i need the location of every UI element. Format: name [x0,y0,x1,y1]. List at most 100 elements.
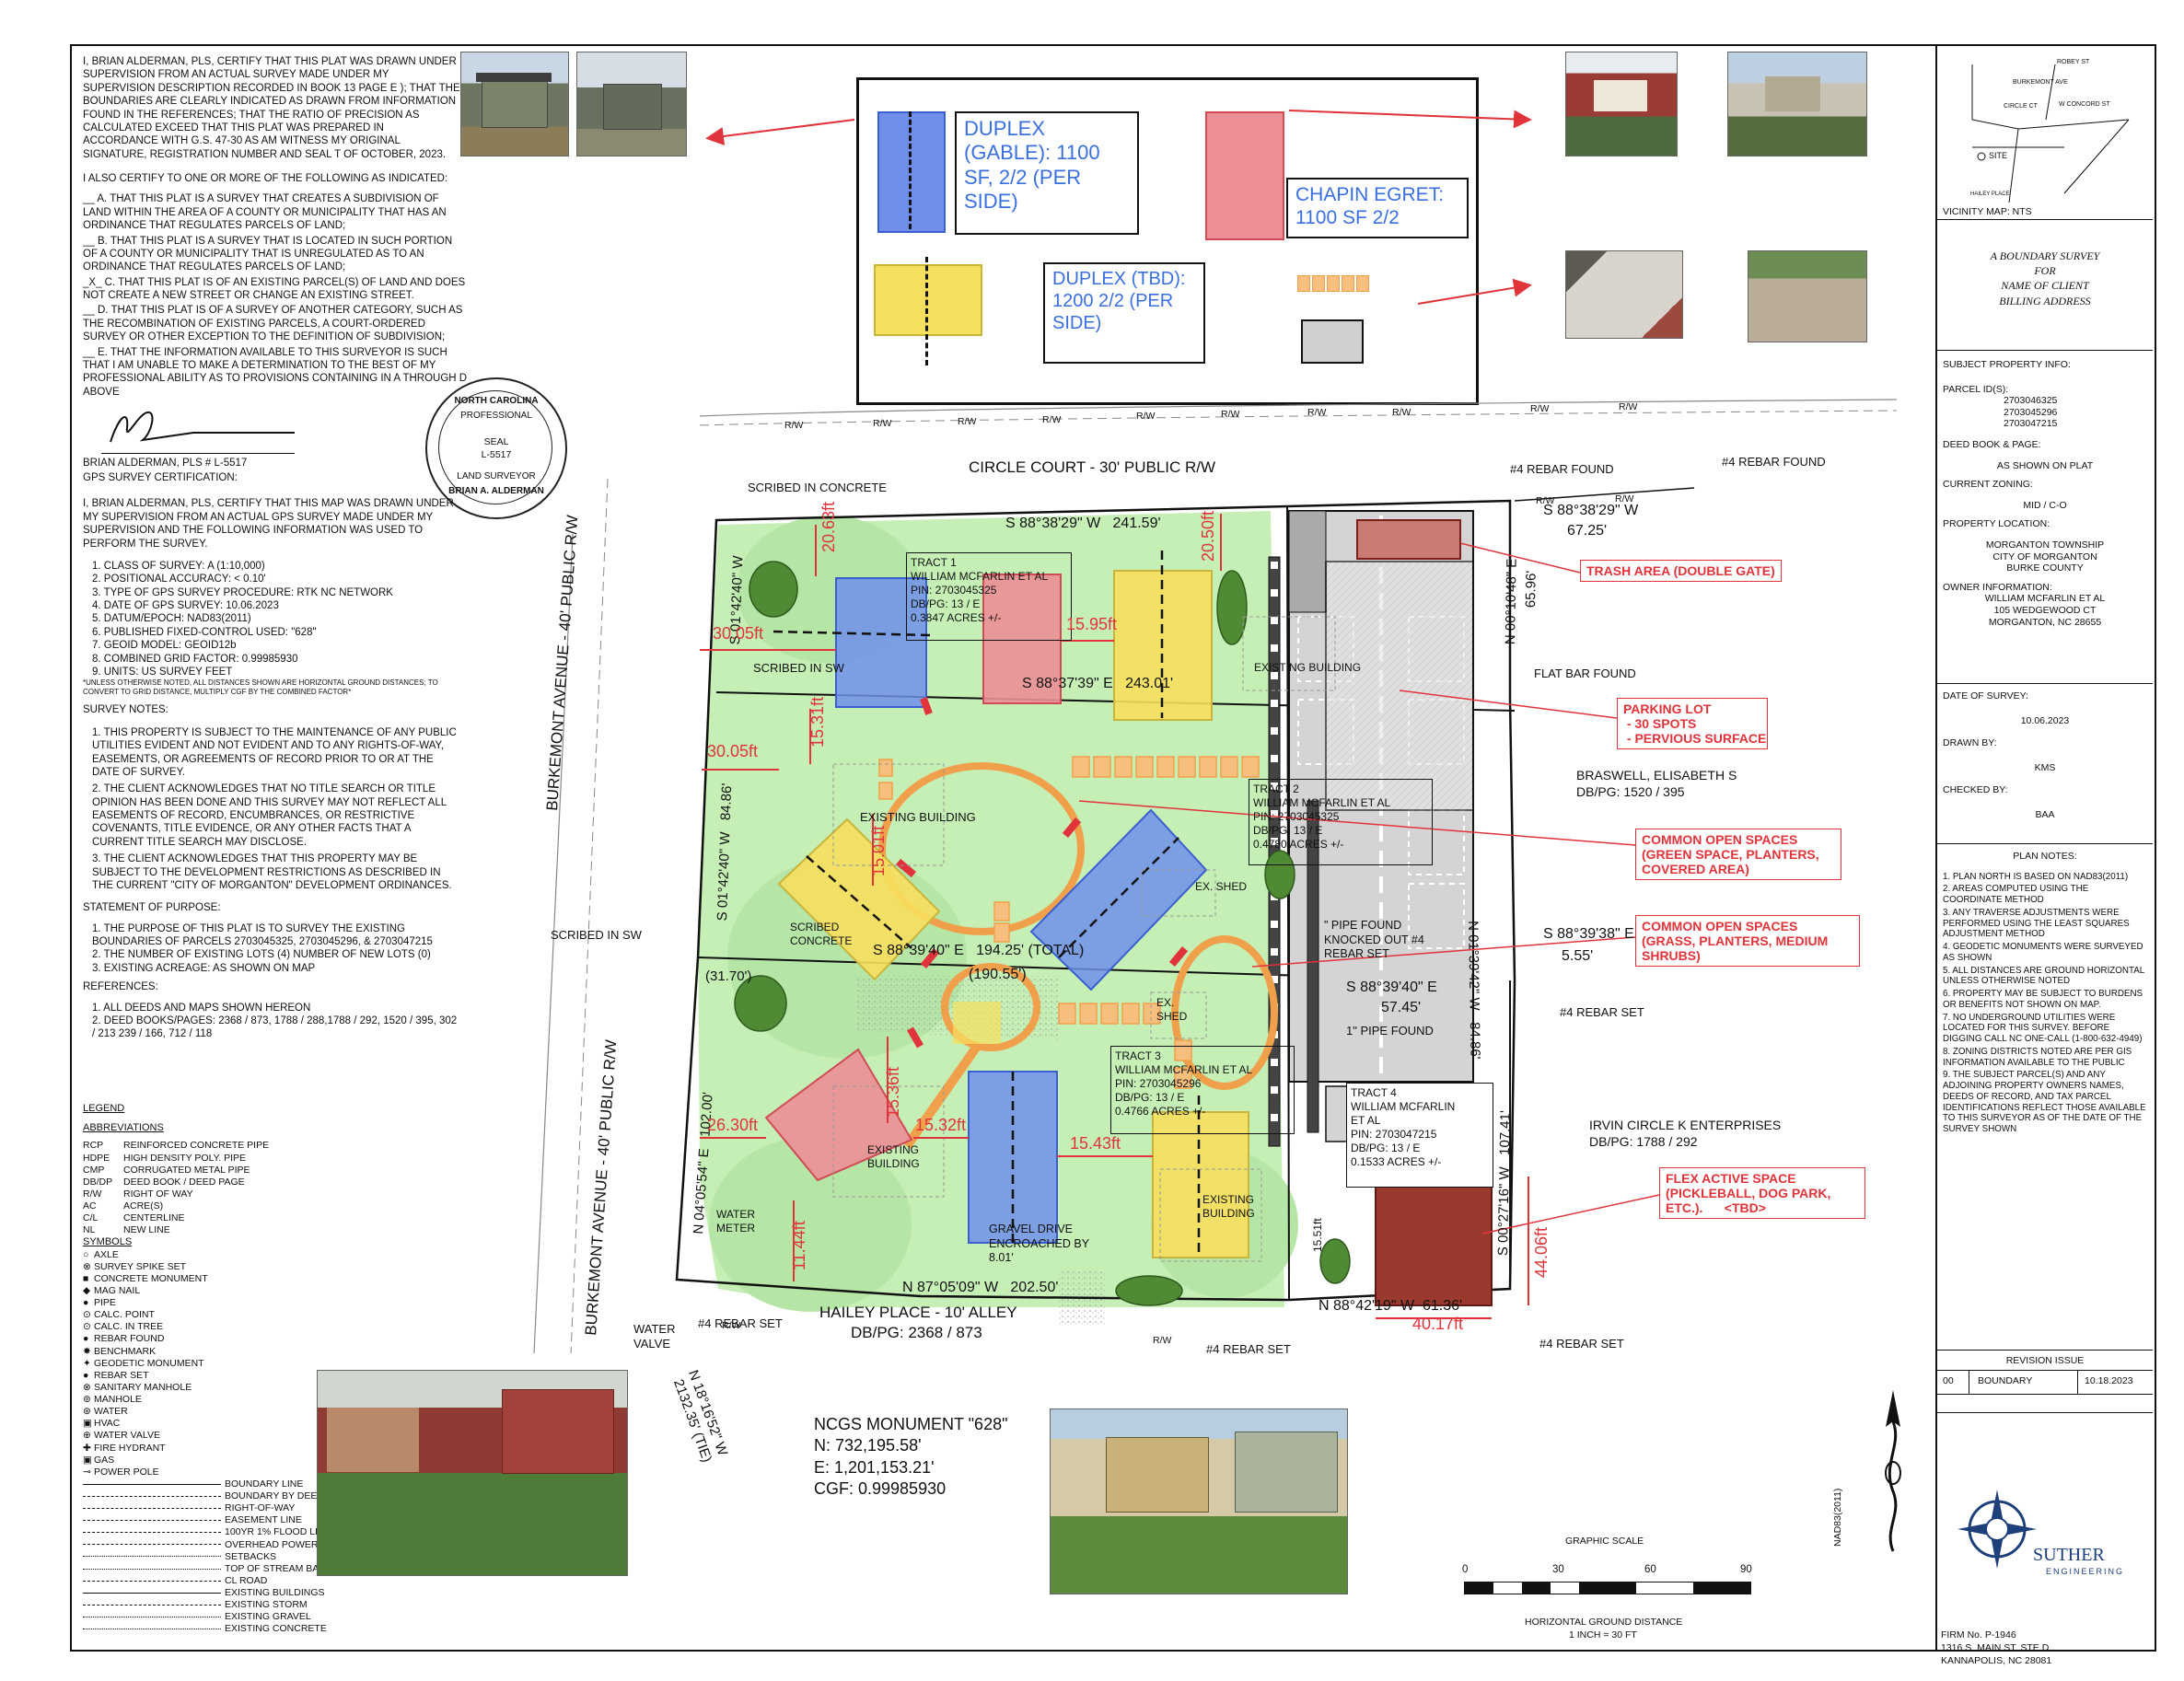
line-type-row: RIGHT-OF-WAY [83,1502,350,1514]
line-sample [83,1604,221,1606]
abbr-code: R/W [83,1188,102,1200]
bearing-mid: S 88°37'39" E 243.01' [1022,676,1174,691]
scribed-sw-label-2: SCRIBED IN SW [551,928,642,942]
symbol-row: ○AXLE [83,1249,350,1261]
key-chapin-swatch [1205,111,1284,240]
parking-photo-1 [1565,250,1683,339]
key-gravel-swatch [1301,319,1364,364]
plan-note: 5. ALL DISTANCES ARE GROUND HORIZONTAL U… [1943,965,2144,987]
symbol-glyph-icon: ● [83,1333,89,1345]
scribed-concrete-label: SCRIBED IN CONCRETE [748,481,887,494]
line-type-row: 100YR 1% FLOOD LINE [83,1526,350,1538]
rw-label: R/W [1307,407,1327,418]
vicinity-title: VICINITY MAP: NTS [1943,206,2032,217]
rw-label: R/W [722,1320,741,1331]
braswell-owner: BRASWELL, ELISABETH S [1576,768,1737,783]
line-sample [83,1495,221,1497]
dim-label: 26.30ft [707,1116,759,1134]
key-duplex-tbd-swatch [874,264,982,336]
symbol-label: CONCRETE MONUMENT [94,1272,208,1284]
callout-open-space-2: COMMON OPEN SPACES (GRASS, PLANTERS, MED… [1635,915,1860,968]
symbol-glyph-icon: ✦ [83,1357,91,1369]
rw-label: R/W [1042,414,1062,425]
bearing-east-3: S 00°27'16" W 107.41' [1495,1110,1514,1257]
symbol-glyph-icon: ▣ [83,1454,92,1466]
gps-item: 3. TYPE OF GPS SURVEY PROCEDURE: RTK NC … [92,586,393,598]
key-duplex-tbd-label: DUPLEX (TBD): 1200 2/2 (PER SIDE) [1043,262,1205,364]
bearing-top-east: S 88°38'29" W [1543,503,1639,518]
unit-key-box: DUPLEX (GABLE): 1100 SF, 2/2 (PER SIDE) … [856,77,1479,405]
symbol-label: CALC. POINT [94,1309,155,1321]
ncgs-cgf: CGF: 0.99985930 [814,1479,947,1499]
symbol-label: MAG NAIL [94,1284,141,1296]
rw-label: R/W [1392,407,1411,418]
symbol-row: ⊙CALC. IN TREE [83,1321,350,1333]
cert-item-d: __ D. THAT THIS PLAT IS OF A SURVEY OF A… [83,305,463,343]
bearing-mid-2: S 88°39'40" E 194.25' (TOTAL) [873,943,1085,958]
notes-title: SURVEY NOTES: [83,704,168,716]
plan-notes: PLAN NOTES: 1. PLAN NORTH IS BASED ON NA… [1943,851,2146,1135]
vicinity-label-site: SITE [1989,151,2008,160]
symbol-glyph-icon: ⊸ [83,1466,91,1478]
rw-label: R/W [1136,411,1156,422]
line-sample [83,1568,221,1570]
key-chapin-label: CHAPIN EGRET: 1100 SF 2/2 [1286,178,1469,238]
revision-title: REVISION ISSUE [2005,1355,2085,1366]
water-valve-label: WATER VALVE [633,1322,676,1351]
gps-note: *UNLESS OTHERWISE NOTED, ALL DISTANCES S… [83,678,438,696]
symbol-row: ⊕WATER VALVE [83,1430,350,1442]
ncgs-easting: E: 1,201,153.21' [814,1457,935,1477]
symbol-glyph-icon: ⊛ [83,1406,91,1418]
symbol-glyph-icon: ✸ [83,1345,91,1357]
surveyor-seal: NORTH CAROLINA PROFESSIONAL SEAL L-5517 … [425,377,567,519]
tb-divider [1937,1350,2153,1351]
symbol-label: SANITARY MANHOLE [94,1381,192,1393]
line-label: EXISTING BUILDINGS [225,1587,325,1599]
dim-label: 15.95ft [1066,615,1118,633]
firm-number: FIRM No. P-1946 [1941,1629,2016,1640]
symbol-row: ⊸POWER POLE [83,1467,350,1478]
cert-para-1: I, BRIAN ALDERMAN, PLS, CERTIFY THAT THI… [83,56,460,160]
symbol-label: GAS [94,1454,115,1466]
line-type-row: EXISTING CONCRETE [83,1623,350,1635]
vicinity-map [1971,64,2130,203]
symbol-label: AXLE [94,1248,119,1260]
line-type-row: SETBACKS [83,1551,350,1563]
callout-open-space-1: COMMON OPEN SPACES (GREEN SPACE, PLANTER… [1635,829,1841,881]
line-sample [83,1580,221,1582]
line-sample [83,1592,221,1594]
cert-item-b: __ B. THAT THIS PLAT IS A SURVEY THAT IS… [83,235,453,273]
line-sample [83,1544,221,1546]
rebar-set-4: #4 REBAR SET [698,1316,783,1330]
subject-property-info: SUBJECT PROPERTY INFO: PARCEL ID(S): 270… [1943,359,2106,628]
bearing-mid-2b: (190.55') [969,967,1027,982]
symbol-glyph-icon: ⊚ [83,1394,91,1406]
line-label: 100YR 1% FLOOD LINE [225,1526,331,1538]
bearing-bottom: N 87°05'09" W 202.50' [902,1280,1059,1295]
survey-note: 1. THIS PROPERTY IS SUBJECT TO THE MAINT… [92,726,457,778]
seal-bottom: LAND SURVEYOR [457,471,536,481]
abbr-desc: ACRE(S) [123,1200,164,1211]
symbol-label: WATER [94,1406,128,1418]
line-label: EASEMENT LINE [225,1514,302,1526]
existing-building-4: EXISTING BUILDING [1254,661,1362,674]
firm-address-2: KANNAPOLIS, NC 28081 [1941,1655,2052,1666]
dim-label: 15.31ft [808,696,827,748]
plan-note: 4. GEODETIC MONUMENTS WERE SURVEYED AS S… [1943,942,2143,963]
water-meter-label: WATER METER [716,1208,755,1235]
firm-sub: ENGINEERING [2046,1567,2125,1576]
symbol-row: ✦GEODETIC MONUMENT [83,1358,350,1370]
bearing-top: S 88°38'29" W 241.59' [1005,516,1161,531]
line-sample [83,1483,221,1485]
ncgs-monument: NCGS MONUMENT "628" N: 732,195.58' E: 1,… [814,1414,1007,1501]
dim-label: 15.32ft [915,1116,967,1134]
braswell-db: DB/PG: 1520 / 395 [1576,784,1685,799]
